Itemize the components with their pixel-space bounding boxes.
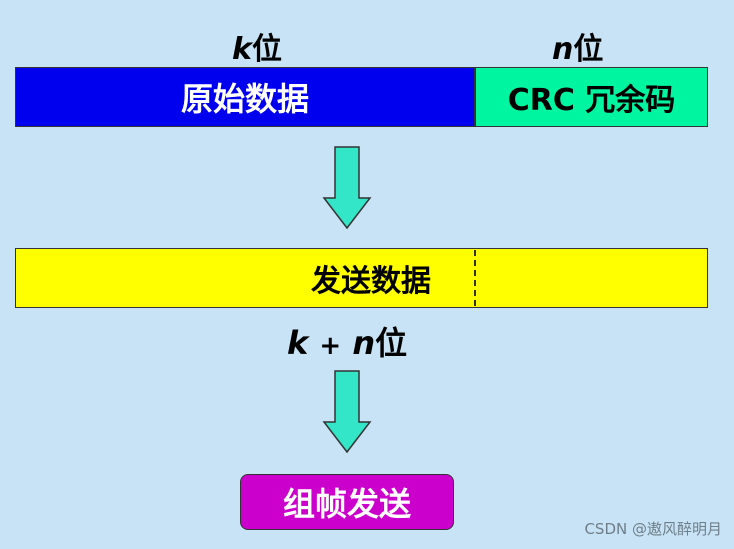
watermark: CSDN @遨风醉明月 — [584, 520, 722, 538]
n-bits-label: n位 — [552, 24, 603, 68]
k-bits-label: k位 — [232, 24, 282, 68]
send-data-block — [15, 248, 708, 308]
k-variable: k — [232, 32, 252, 67]
bit-unit: 位 — [573, 32, 604, 67]
raw-data-block: 原始数据 — [15, 67, 475, 127]
send-data-label: 发送数据 — [311, 264, 431, 299]
down-arrow-icon — [322, 146, 372, 230]
frame-send-block: 组帧发送 — [240, 474, 454, 530]
k-variable: k — [287, 324, 309, 362]
plus-sign: + — [319, 331, 342, 361]
down-arrow-icon — [322, 370, 372, 454]
n-variable: n — [552, 32, 574, 67]
crc-boundary-divider — [474, 250, 476, 306]
bit-unit: 位 — [375, 324, 408, 362]
n-variable: n — [352, 324, 376, 362]
k-plus-n-bits-label: k + n位 — [287, 318, 407, 364]
crc-block: CRC 冗余码 — [475, 67, 708, 127]
bit-unit: 位 — [251, 32, 282, 67]
